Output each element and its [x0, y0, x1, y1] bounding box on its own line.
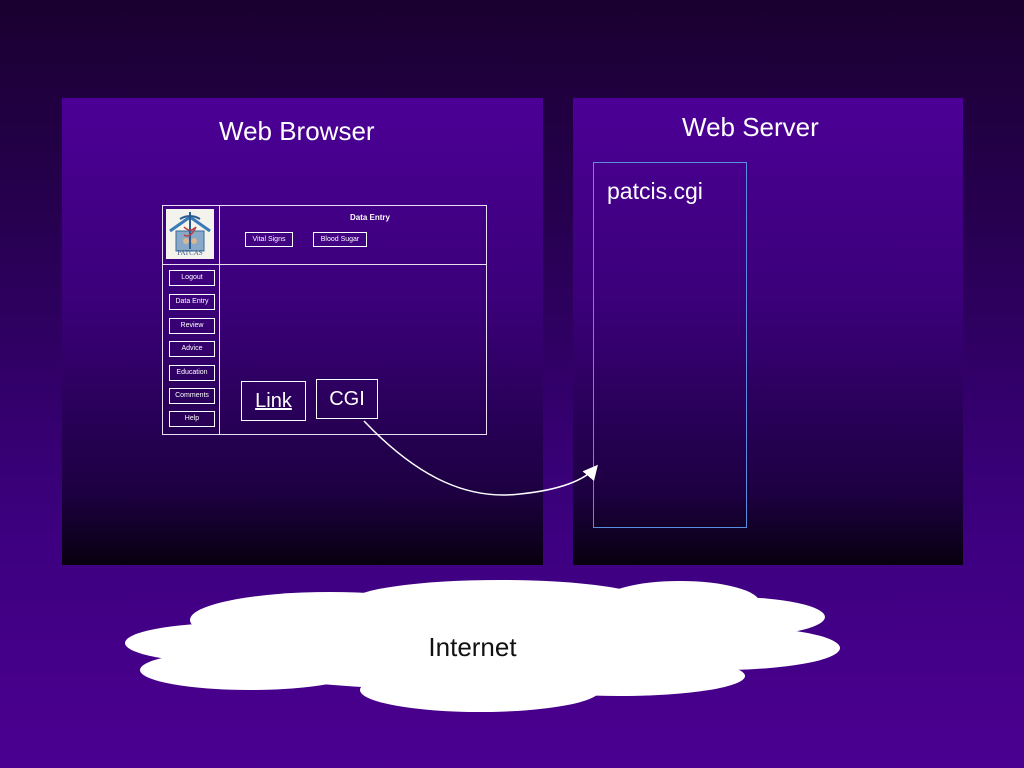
- content-frame-cell: [219, 264, 487, 435]
- web-server-title: Web Server: [682, 112, 819, 142]
- cgi-script-box: [593, 162, 747, 528]
- web-browser-panel: [62, 98, 543, 565]
- request-arrow: [363, 420, 598, 496]
- link-button[interactable]: Link: [241, 381, 306, 421]
- nav-data-entry-button[interactable]: Data Entry: [169, 294, 215, 310]
- patcas-logo: PATCAS: [166, 209, 214, 259]
- blood-sugar-button[interactable]: Blood Sugar: [313, 232, 367, 247]
- logo-wordmark: PATCAS: [177, 249, 203, 257]
- web-server-panel: [573, 98, 963, 565]
- internet-label: Internet: [428, 632, 517, 662]
- caduceus-house-icon: [169, 212, 211, 252]
- vital-signs-button[interactable]: Vital Signs: [245, 232, 293, 247]
- cgi-script-label: patcis.cgi: [607, 178, 703, 204]
- web-browser-title: Web Browser: [219, 116, 375, 146]
- header-title: Data Entry: [349, 213, 390, 222]
- nav-review-button[interactable]: Review: [169, 318, 215, 334]
- nav-advice-button[interactable]: Advice: [169, 341, 215, 357]
- nav-help-button[interactable]: Help: [169, 411, 215, 427]
- nav-logout-button[interactable]: Logout: [169, 270, 215, 286]
- nav-comments-button[interactable]: Comments: [169, 388, 215, 404]
- cgi-button[interactable]: CGI: [316, 379, 378, 419]
- internet-cloud: [125, 580, 840, 712]
- nav-education-button[interactable]: Education: [169, 365, 215, 381]
